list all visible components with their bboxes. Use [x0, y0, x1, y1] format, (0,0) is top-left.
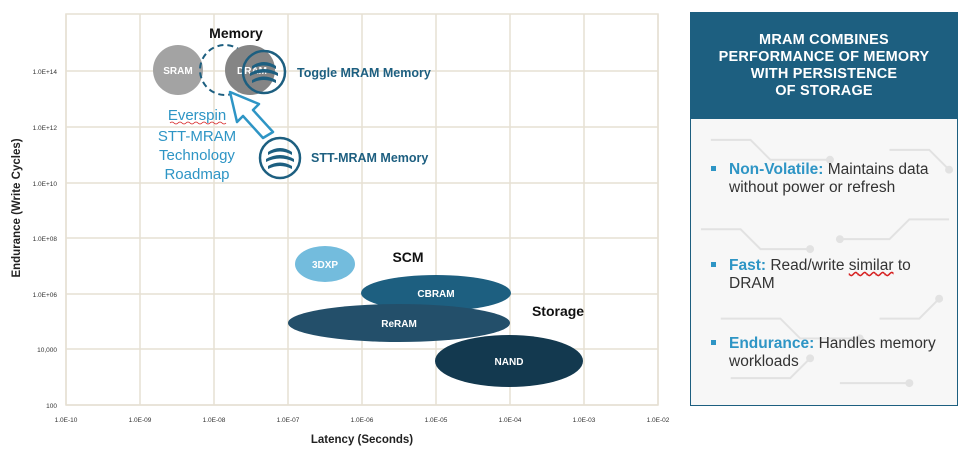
bullet-marker: [711, 166, 716, 171]
svg-text:Technology: Technology: [159, 147, 235, 164]
sram-label: SRAM: [163, 66, 192, 77]
bullet-marker: [711, 340, 716, 345]
bullet-fast: Fast: Read/write similar to DRAM: [711, 257, 941, 293]
x-tick-label: 1.0E-07: [277, 417, 300, 424]
cbram-label: CBRAM: [417, 289, 454, 300]
memory-cluster: SRAM DRAM Memory: [153, 25, 275, 96]
x-tick-label: 1.0E-05: [425, 417, 448, 424]
panel-title: MRAM COMBINES PERFORMANCE OF MEMORY WITH…: [691, 13, 957, 119]
svg-text:Roadmap: Roadmap: [164, 166, 229, 183]
roadmap-arrow: [228, 90, 275, 140]
y-tick-label: 1.0E+06: [33, 292, 58, 299]
bullet-text-underlined: similar: [848, 257, 894, 274]
reram-label: ReRAM: [381, 319, 417, 330]
y-tick-label: 1.0E+10: [33, 181, 58, 188]
bullet-text: Read/write: [766, 257, 849, 274]
3dxp-ellipse: [295, 246, 355, 282]
bullet-text: Maintains data without power or refresh: [729, 161, 929, 196]
dram-circle: [225, 45, 275, 95]
panel-title-text: MRAM COMBINES PERFORMANCE OF MEMORY WITH…: [718, 32, 930, 99]
sram-circle: [153, 45, 203, 95]
bullet-lead: Non-Volatile:: [729, 161, 824, 178]
x-axis-label: Latency (Seconds): [311, 434, 413, 446]
x-tick-label: 1.0E-03: [573, 417, 596, 424]
info-panel: MRAM COMBINES PERFORMANCE OF MEMORY WITH…: [690, 12, 958, 406]
x-tick-label: 1.0E-09: [129, 417, 152, 424]
latency-endurance-chart: 1.0E-10 1.0E-09 1.0E-08 1.0E-07 1.0E-06 1.0E-…: [11, 13, 670, 446]
reram-ellipse: [288, 304, 510, 342]
y-tick-label: 10,000: [37, 347, 57, 354]
svg-text:Everspin: Everspin: [168, 107, 226, 124]
cbram-ellipse: [361, 275, 511, 311]
stt-mram-icon: [258, 136, 302, 180]
bullet-text: Handles memory workloads: [729, 335, 936, 370]
bullet-non-volatile: Non-Volatile: Maintains data without pow…: [711, 161, 941, 197]
toggle-mram-annotation: Toggle MRAM Memory: [297, 66, 431, 80]
bullet-text: to DRAM: [729, 257, 911, 292]
dram-label: DRAM: [237, 66, 267, 77]
3dxp-label: 3DXP: [312, 260, 338, 271]
y-tick-label: 1.0E+14: [33, 69, 58, 76]
x-tick-label: 1.0E-10: [55, 417, 78, 424]
scm-annotation: SCM: [392, 249, 423, 265]
stt-mram-annotation: STT-MRAM Memory: [311, 151, 428, 165]
toggle-mram-icon: [241, 49, 287, 95]
x-tick-label: 1.0E-04: [499, 417, 522, 424]
x-tick-label: 1.0E-08: [203, 417, 226, 424]
circuit-pattern-background: [700, 138, 954, 388]
bullet-lead: Fast:: [729, 257, 767, 274]
memory-annotation: Memory: [209, 25, 263, 41]
x-tick-label: 1.0E-02: [647, 417, 670, 424]
bullet-lead: Endurance:: [729, 335, 815, 352]
roadmap-annotation: Everspin STT-MRAM Technology Roadmap: [158, 107, 236, 183]
bullet-marker: [711, 262, 716, 267]
y-axis-label: Endurance (Write Cycles): [11, 138, 23, 277]
storage-annotation: Storage: [532, 303, 584, 319]
x-tick-label: 1.0E-06: [351, 417, 374, 424]
bullet-endurance: Endurance: Handles memory workloads: [711, 335, 941, 371]
y-tick-label: 1.0E+12: [33, 125, 58, 132]
y-tick-label: 1.0E+08: [33, 236, 58, 243]
y-tick-label: 100: [46, 403, 57, 410]
nand-label: NAND: [495, 357, 524, 368]
svg-text:STT-MRAM: STT-MRAM: [158, 128, 236, 145]
nand-ellipse: [435, 335, 583, 387]
